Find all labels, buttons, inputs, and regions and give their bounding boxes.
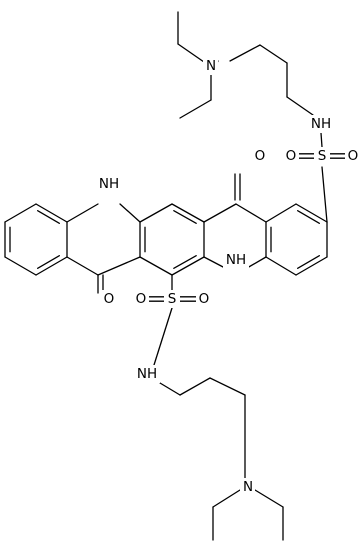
svg-text:NH: NH [226,252,246,268]
atom-n-amine-bottom: N [240,478,255,496]
svg-text:N: N [243,479,253,495]
atom-labels: N NH S O O O NH NH O S O O NH N [96,57,361,496]
svg-text:O: O [348,148,359,164]
atom-nh-ring-lower: NH [223,251,249,269]
atom-s-top: S [314,147,330,165]
bond [4,256,37,276]
bond [171,256,205,276]
bond [265,256,297,276]
atom-nh-ring-upper: NH [96,175,122,193]
bond [179,99,212,119]
bond [153,307,173,366]
bond [320,132,323,148]
svg-text:O: O [255,148,266,164]
svg-text:O: O [199,291,210,307]
bond [321,166,328,223]
bond [66,256,99,276]
bond [203,256,226,269]
bond [177,43,205,63]
bond [139,256,173,276]
svg-text:NH: NH [99,176,119,192]
bond [139,203,173,223]
bond [295,203,328,223]
svg-text:S: S [318,148,327,164]
bond [35,203,68,223]
bond-lines [4,11,346,541]
bond [173,255,197,269]
bond [119,203,141,223]
atom-nh-sulfonamide-top: NH [308,115,334,133]
bond [173,210,197,224]
bond [265,203,297,223]
atom-o-bottom-right: O [196,290,212,308]
svg-text:S: S [168,291,177,307]
atom-n-amine-top: N [203,57,218,75]
bond [286,96,314,116]
atom-nh-sulfonamide-bottom: NH [134,365,160,383]
bond [254,489,284,508]
bond [212,489,241,508]
bond [296,210,321,224]
atom-o-top-right: O [345,147,361,165]
bond [296,255,321,269]
atom-o-ketone-top: O [252,147,268,165]
bond [179,377,211,396]
bond [97,256,141,276]
bond [66,203,99,223]
bond [37,210,60,224]
bond [295,256,328,276]
atom-o-bottom-left: O [133,290,149,308]
bond [4,203,37,223]
svg-text:NH: NH [137,366,157,382]
atom-s-bottom: S [164,290,180,308]
bond [209,377,246,396]
atom-o-ketone-bottom: O [101,290,117,308]
bond [171,203,205,223]
svg-text:N: N [206,58,216,74]
bond [37,255,60,269]
svg-text:O: O [104,291,115,307]
svg-text:O: O [136,291,147,307]
bond [235,203,267,223]
svg-text:O: O [286,148,297,164]
bond [229,44,261,62]
bond [203,203,237,223]
bond [246,256,267,269]
atom-o-top-left: O [283,147,299,165]
bond [259,44,288,64]
svg-text:NH: NH [311,116,331,132]
bond [35,256,68,276]
bond [159,382,181,396]
